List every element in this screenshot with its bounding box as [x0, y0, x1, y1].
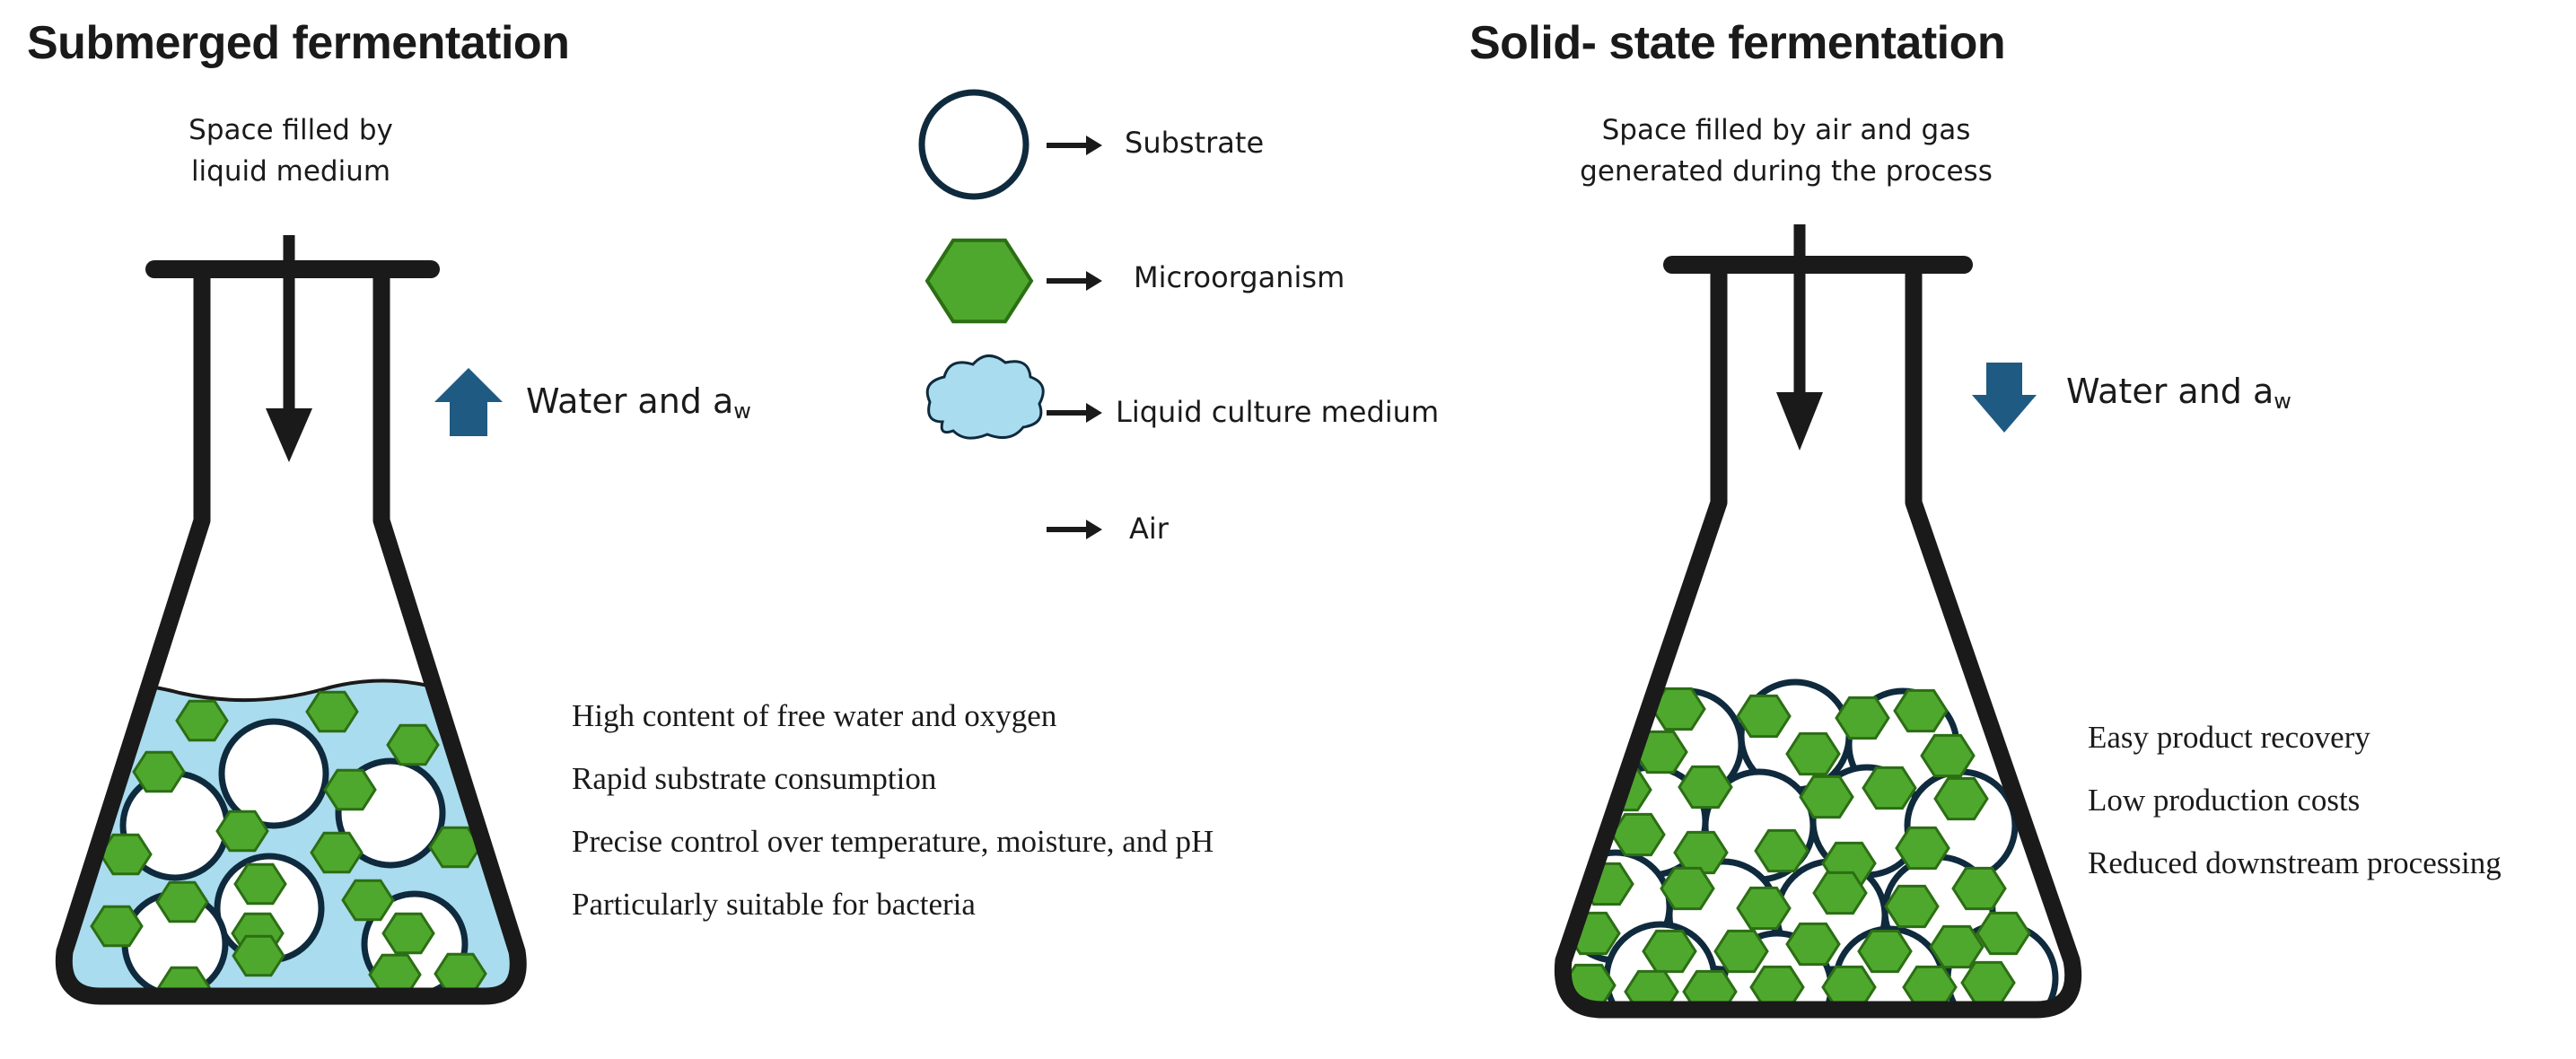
right-headspace-note: Space filled by air and gas generated du… — [1544, 109, 2028, 192]
legend-air-arrow — [1047, 520, 1102, 539]
left-flask-outline — [55, 269, 527, 1005]
right-microorganism-14 — [1673, 830, 1729, 875]
left-microorganism-10 — [233, 862, 287, 906]
right-feature-2: Low production costs — [2088, 783, 2361, 818]
right-microorganism-10 — [1799, 775, 1854, 819]
left-water-subscript: w — [733, 398, 751, 424]
right-headspace-note-line2: generated during the process — [1580, 155, 1993, 188]
right-microorganism-13 — [1610, 812, 1666, 857]
right-microorganism-22 — [1884, 884, 1940, 929]
right-flask — [1554, 224, 2082, 1019]
left-microorganism-18 — [434, 952, 487, 995]
right-microorganism-19 — [1660, 866, 1715, 911]
right-water-down-arrow-icon — [1972, 363, 2037, 433]
legend-microorganism-label: Microorganism — [1134, 260, 1345, 294]
right-microorganism-9 — [1678, 765, 1733, 810]
left-water-text: Water and a — [526, 381, 734, 421]
left-headspace-note-line2: liquid medium — [190, 155, 391, 188]
right-microorganism-2 — [1736, 694, 1792, 739]
legend-microorganism-arrow-head — [1086, 271, 1102, 291]
left-inlet-arrowhead — [266, 408, 312, 462]
legend-substrate-label: Substrate — [1125, 126, 1265, 160]
left-microorganism-7 — [99, 833, 153, 876]
legend-air-label: Air — [1129, 512, 1169, 546]
legend-liquid-label: Liquid culture medium — [1116, 395, 1440, 429]
right-microorganism-23 — [1951, 866, 2007, 911]
left-microorganism-6 — [215, 810, 269, 853]
legend-liquid-arrow — [1047, 403, 1102, 423]
right-microorganism-30 — [1976, 911, 2031, 956]
right-microorganism-37 — [1960, 960, 2016, 1005]
legend-liquid-arrow-head — [1086, 403, 1102, 423]
legend — [918, 89, 1045, 440]
right-microorganism-1 — [1651, 687, 1706, 731]
left-microorganism-2 — [305, 690, 359, 733]
right-inlet-arrowhead — [1776, 392, 1823, 451]
right-feature-1: Easy product recovery — [2088, 720, 2370, 755]
left-microorganism-12 — [155, 880, 209, 923]
left-headspace-note-line1: Space filled by — [188, 114, 393, 146]
left-microorganism-4 — [386, 723, 440, 766]
right-microorganism-28 — [1857, 929, 1913, 974]
right-microorganism-15 — [1754, 828, 1809, 873]
right-microorganism-3 — [1835, 696, 1890, 740]
legend-substrate-arrow-head — [1086, 136, 1102, 155]
left-flask-contents — [64, 678, 519, 996]
left-liquid-surface — [64, 678, 519, 703]
right-microorganism-4 — [1893, 688, 1949, 733]
right-microorganism-6 — [1785, 731, 1841, 776]
left-microorganism-17 — [381, 912, 435, 955]
right-microorganism-29 — [1929, 924, 1985, 969]
right-water-subscript: w — [2274, 389, 2291, 414]
right-title: Solid- state fermentation — [1469, 17, 2006, 69]
left-title: Submerged fermentation — [27, 17, 570, 69]
left-water-up-arrow-icon — [434, 368, 503, 436]
legend-microorganism-arrow — [1047, 271, 1102, 291]
left-headspace-note: Space filled by liquid medium — [165, 109, 416, 192]
left-microorganism-14 — [341, 879, 395, 922]
right-microorganism-26 — [1713, 929, 1769, 974]
right-water-text: Water and a — [2066, 372, 2274, 411]
right-microorganism-21 — [1812, 871, 1868, 915]
left-microorganism-11 — [90, 905, 144, 948]
left-feature-4: Particularly suitable for bacteria — [572, 887, 976, 922]
legend-air-arrow-head — [1086, 520, 1102, 539]
right-microorganism-11 — [1862, 766, 1917, 810]
left-feature-3: Precise control over temperature, moistu… — [572, 824, 1214, 859]
left-flask — [55, 235, 527, 1005]
left-microorganism-8 — [310, 831, 364, 874]
left-microorganism-1 — [175, 699, 229, 742]
left-microorganism-16 — [157, 966, 211, 996]
left-feature-2: Rapid substrate consumption — [572, 761, 937, 796]
right-microorganism-7 — [1920, 733, 1976, 778]
right-water-label: Water and aw — [2066, 372, 2291, 414]
right-microorganism-27 — [1785, 922, 1841, 967]
liquid-cloud-icon — [925, 354, 1045, 440]
right-headspace-note-line1: Space filled by air and gas — [1601, 114, 1971, 146]
left-microorganism-5 — [323, 768, 377, 811]
left-substrate-2 — [218, 718, 329, 829]
microorganism-hexagon-icon — [924, 238, 1034, 324]
left-water-label: Water and aw — [526, 381, 751, 424]
left-feature-1: High content of free water and oxygen — [572, 698, 1057, 733]
right-flask-outline — [1554, 269, 2082, 1019]
right-feature-3: Reduced downstream processing — [2088, 845, 2502, 880]
left-microorganism-15 — [232, 934, 285, 977]
left-microorganism-3 — [132, 750, 186, 793]
legend-substrate-arrow — [1047, 136, 1102, 155]
substrate-circle-icon — [918, 89, 1030, 200]
right-microorganism-25 — [1642, 929, 1697, 974]
right-microorganism-12 — [1933, 776, 1989, 821]
right-microorganism-17 — [1895, 826, 1950, 871]
right-microorganism-20 — [1736, 886, 1792, 931]
